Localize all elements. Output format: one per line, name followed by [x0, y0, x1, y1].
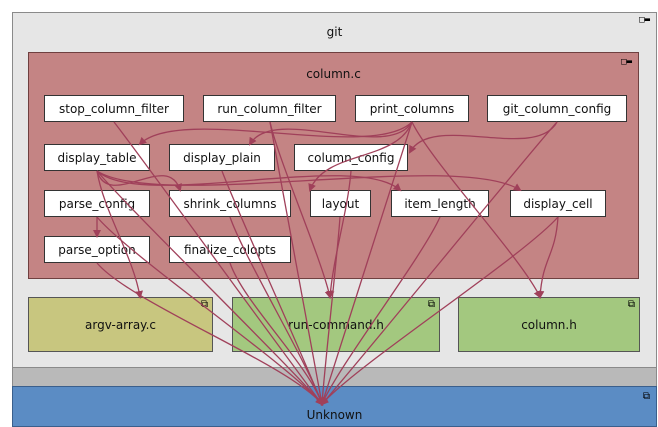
node-git-column-config[interactable]: git_column_config	[487, 95, 627, 122]
node-layout[interactable]: layout	[310, 190, 371, 217]
node-display-cell[interactable]: display_cell	[510, 190, 606, 217]
unknown-label: Unknown	[306, 408, 363, 422]
node-print-columns[interactable]: print_columns	[355, 95, 469, 122]
git-container-title: git	[326, 25, 343, 39]
argv-array-module[interactable]: argv-array.c ⧉	[28, 297, 213, 352]
node-run-column-filter[interactable]: run_column_filter	[203, 95, 336, 122]
external-window-icon[interactable]: ⧉	[642, 391, 650, 402]
node-display-table[interactable]: display_table	[44, 144, 150, 171]
run-command-label: run-command.h	[288, 317, 384, 332]
unknown-module[interactable]: Unknown ⧉	[12, 386, 657, 427]
column-h-module[interactable]: column.h ⧉	[458, 297, 640, 352]
git-collapse-icon[interactable]: □▬	[639, 15, 650, 25]
node-stop-column-filter[interactable]: stop_column_filter	[44, 95, 184, 122]
argv-array-label: argv-array.c	[85, 317, 156, 332]
column-c-collapse-icon[interactable]: □▬	[621, 57, 632, 67]
node-finalize-colopts[interactable]: finalize_colopts	[169, 236, 291, 263]
node-display-plain[interactable]: display_plain	[169, 144, 275, 171]
node-item-length[interactable]: item_length	[391, 190, 489, 217]
node-column-config[interactable]: column_config	[294, 144, 408, 171]
external-window-icon[interactable]: ⧉	[427, 299, 435, 310]
external-window-icon[interactable]: ⧉	[627, 299, 635, 310]
node-shrink-columns[interactable]: shrink_columns	[169, 190, 291, 217]
column-c-container-title: column.c	[306, 67, 361, 81]
separator-band	[12, 368, 657, 386]
node-parse-option[interactable]: parse_option	[44, 236, 150, 263]
column-h-label: column.h	[521, 317, 577, 332]
run-command-module[interactable]: run-command.h ⧉	[232, 297, 440, 352]
node-parse-config[interactable]: parse_config	[44, 190, 150, 217]
external-window-icon[interactable]: ⧉	[200, 299, 208, 310]
